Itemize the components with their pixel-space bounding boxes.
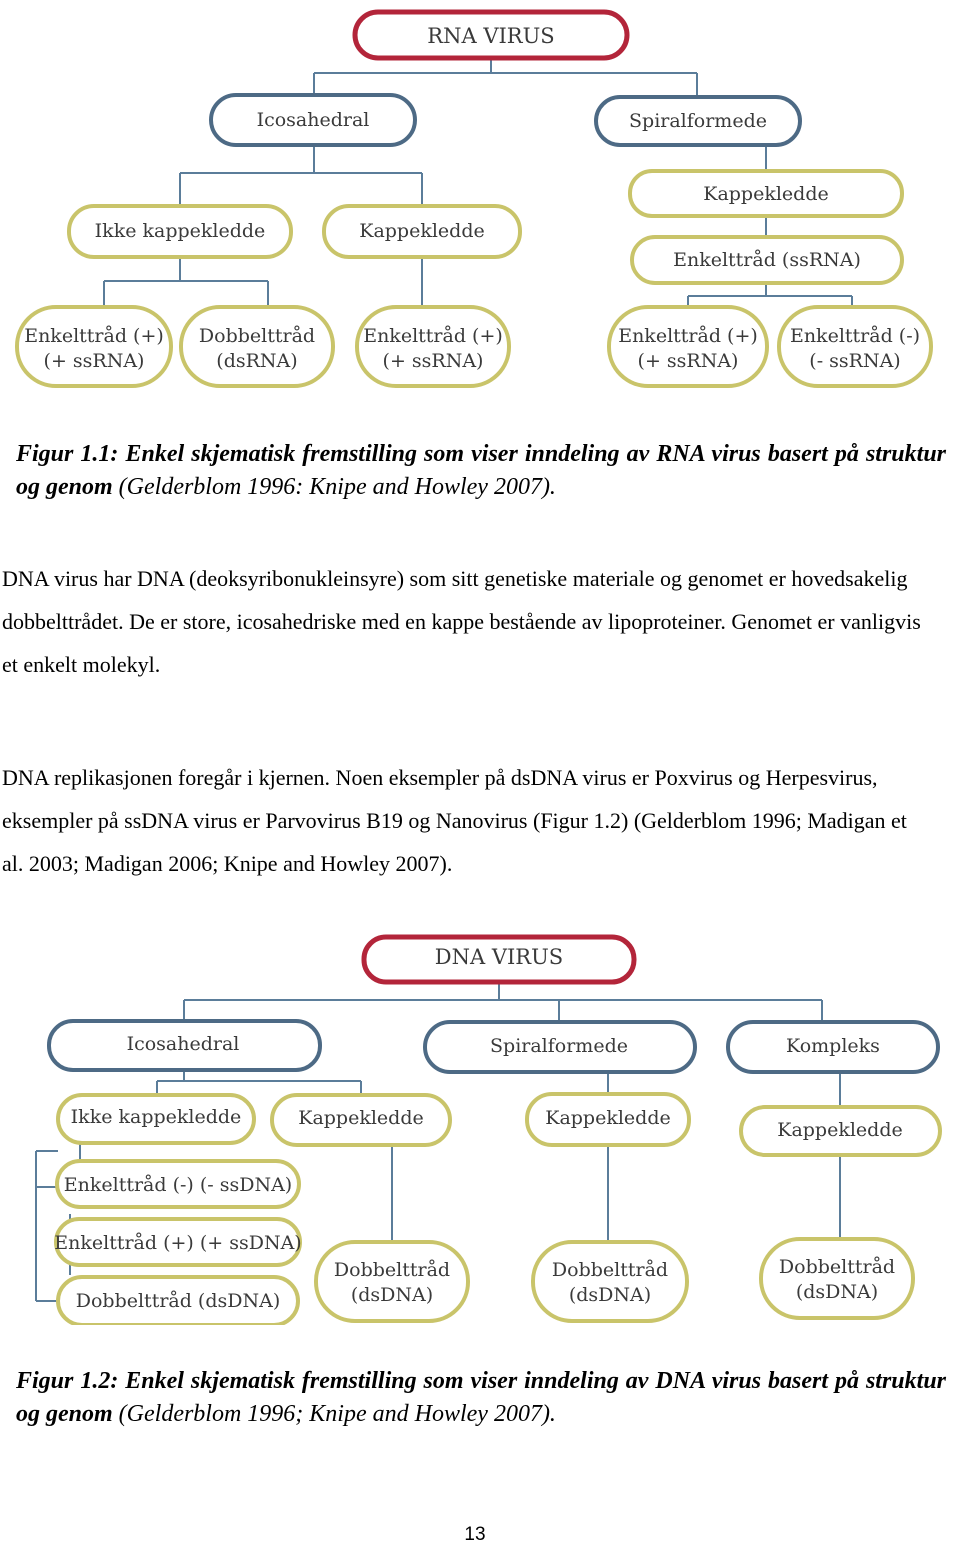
dna-leaf-ico-line-1: Dobbelttråd bbox=[334, 1259, 450, 1281]
dna-leaf-spiral-line-2: (dsDNA) bbox=[569, 1284, 651, 1306]
rna-leaf-5-line-2: (- ssRNA) bbox=[809, 350, 900, 372]
dna-kompleks-node: Kompleks bbox=[726, 1020, 940, 1074]
dna-leaf-spiral: Dobbelttråd (dsDNA) bbox=[531, 1240, 689, 1323]
caption-1-label: Figur 1.1: bbox=[16, 441, 119, 467]
rna-leaf-2-line-1: Dobbelttråd bbox=[199, 325, 315, 347]
rna-ikke-kappekledde-node: Ikke kappekledde bbox=[67, 204, 293, 259]
paragraph-2: DNA replikasjonen foregår i kjernen. Noe… bbox=[2, 765, 907, 876]
dna-ds-ikke-node: Dobbelttråd (dsDNA) bbox=[56, 1275, 300, 1325]
dna-leaf-ico-line-2: (dsDNA) bbox=[351, 1284, 433, 1306]
dna-icosahedral-label: Icosahedral bbox=[127, 1033, 240, 1055]
dna-kappekledde-spiral-label: Kappekledde bbox=[545, 1107, 671, 1129]
rna-enkelttraad-ssrna-label: Enkelttråd (ssRNA) bbox=[673, 249, 861, 271]
rna-kappekledde-ico-label: Kappekledde bbox=[359, 220, 485, 242]
dna-root-label: DNA VIRUS bbox=[435, 945, 563, 969]
dna-ikke-kappekledde-node: Ikke kappekledde bbox=[56, 1093, 256, 1145]
rna-leaf-ss-minus: Enkelttråd (-) (- ssRNA) bbox=[777, 305, 933, 388]
figure-1-1-caption: Figur 1.1: Enkel skjematisk fremstilling… bbox=[16, 438, 946, 504]
rna-connectors bbox=[103, 58, 853, 307]
rna-virus-diagram: RNA VIRUS Icosahedral Spiralformede Ikke… bbox=[15, 9, 933, 388]
dna-kappekledde-ico-label: Kappekledde bbox=[298, 1107, 424, 1129]
rna-icosahedral-node: Icosahedral bbox=[209, 93, 417, 147]
dna-ds-ikke-label: Dobbelttråd (dsDNA) bbox=[76, 1290, 281, 1312]
caption-2-bold-text: Enkel skjematisk fremstilling som viser … bbox=[16, 1368, 947, 1427]
rna-leaf-3-line-2: (+ ssRNA) bbox=[383, 350, 484, 372]
dna-ss-plus-node: Enkelttråd (+) (+ ssDNA) bbox=[54, 1217, 302, 1267]
rna-kappekledde-ico-node: Kappekledde bbox=[322, 204, 522, 259]
page-number: 13 bbox=[464, 1524, 486, 1545]
dna-ss-minus-label: Enkelttråd (-) (- ssDNA) bbox=[64, 1174, 292, 1196]
rna-leaf-3-line-1: Enkelttråd (+) bbox=[363, 325, 503, 347]
caption-1-bold-text: Enkel skjematisk fremstilling som viser … bbox=[16, 441, 947, 500]
rna-leaf-5-line-1: Enkelttråd (-) bbox=[790, 325, 920, 347]
dna-ikke-kappekledde-label: Ikke kappekledde bbox=[71, 1106, 242, 1128]
caption-1-citation: (Gelderblom 1996: Knipe and Howley 2007)… bbox=[118, 474, 556, 500]
dna-kappekledde-ico-node: Kappekledde bbox=[270, 1093, 452, 1147]
dna-spiral-node: Spiralformede bbox=[423, 1020, 697, 1074]
dna-spiral-label: Spiralformede bbox=[490, 1035, 628, 1057]
rna-leaf-ss-plus-2: Enkelttråd (+) (+ ssRNA) bbox=[355, 305, 511, 388]
rna-spiral-node: Spiralformede bbox=[594, 95, 802, 147]
rna-leaf-4-line-2: (+ ssRNA) bbox=[638, 350, 739, 372]
rna-root-node: RNA VIRUS bbox=[352, 9, 630, 61]
dna-kompleks-label: Kompleks bbox=[786, 1035, 880, 1057]
rna-leaf-2-line-2: (dsRNA) bbox=[216, 350, 297, 372]
dna-ss-minus-node: Enkelttråd (-) (- ssDNA) bbox=[55, 1159, 301, 1209]
rna-root-label: RNA VIRUS bbox=[427, 24, 554, 48]
rna-leaf-1-line-1: Enkelttråd (+) bbox=[24, 325, 164, 347]
figure-1-2-caption: Figur 1.2: Enkel skjematisk fremstilling… bbox=[16, 1365, 946, 1431]
rna-leaf-ds: Dobbelttråd (dsRNA) bbox=[179, 305, 335, 388]
paragraph-1: DNA virus har DNA (deoksyribonukleinsyre… bbox=[2, 566, 921, 677]
rna-enkelttraad-ssrna-node: Enkelttråd (ssRNA) bbox=[630, 235, 904, 285]
rna-leaf-ss-plus-1: Enkelttråd (+) (+ ssRNA) bbox=[15, 305, 173, 388]
rna-icosahedral-label: Icosahedral bbox=[257, 109, 370, 131]
dna-leaf-kompleks: Dobbelttråd (dsDNA) bbox=[759, 1237, 915, 1320]
dna-leaf-kompleks-line-2: (dsDNA) bbox=[796, 1281, 878, 1303]
rna-spiral-label: Spiralformede bbox=[629, 110, 767, 132]
dna-kappekledde-kompleks-node: Kappekledde bbox=[739, 1105, 942, 1157]
dna-kappekledde-spiral-node: Kappekledde bbox=[525, 1092, 691, 1147]
dna-leaf-ico: Dobbelttråd (dsDNA) bbox=[314, 1240, 470, 1323]
dna-leaf-spiral-line-1: Dobbelttråd bbox=[552, 1259, 668, 1281]
rna-leaf-4-line-1: Enkelttråd (+) bbox=[618, 325, 758, 347]
caption-2-citation: (Gelderblom 1996; Knipe and Howley 2007)… bbox=[118, 1401, 556, 1427]
dna-icosahedral-node: Icosahedral bbox=[47, 1019, 322, 1072]
rna-ikke-kappekledde-label: Ikke kappekledde bbox=[95, 220, 266, 242]
rna-leaf-1-line-2: (+ ssRNA) bbox=[44, 350, 145, 372]
dna-kappekledde-kompleks-label: Kappekledde bbox=[777, 1119, 903, 1141]
rna-kappekledde-spiral-label: Kappekledde bbox=[703, 183, 829, 205]
rna-kappekledde-spiral-node: Kappekledde bbox=[628, 169, 904, 218]
dna-root-node: DNA VIRUS bbox=[361, 934, 637, 985]
dna-ss-plus-label: Enkelttråd (+) (+ ssDNA) bbox=[54, 1232, 301, 1254]
dna-leaf-kompleks-line-1: Dobbelttråd bbox=[779, 1256, 895, 1278]
rna-leaf-ss-plus-3: Enkelttråd (+) (+ ssRNA) bbox=[607, 305, 769, 388]
caption-2-label: Figur 1.2: bbox=[16, 1368, 119, 1394]
dna-virus-diagram: DNA VIRUS Icosahedral Spiralformede Komp… bbox=[35, 934, 942, 1325]
